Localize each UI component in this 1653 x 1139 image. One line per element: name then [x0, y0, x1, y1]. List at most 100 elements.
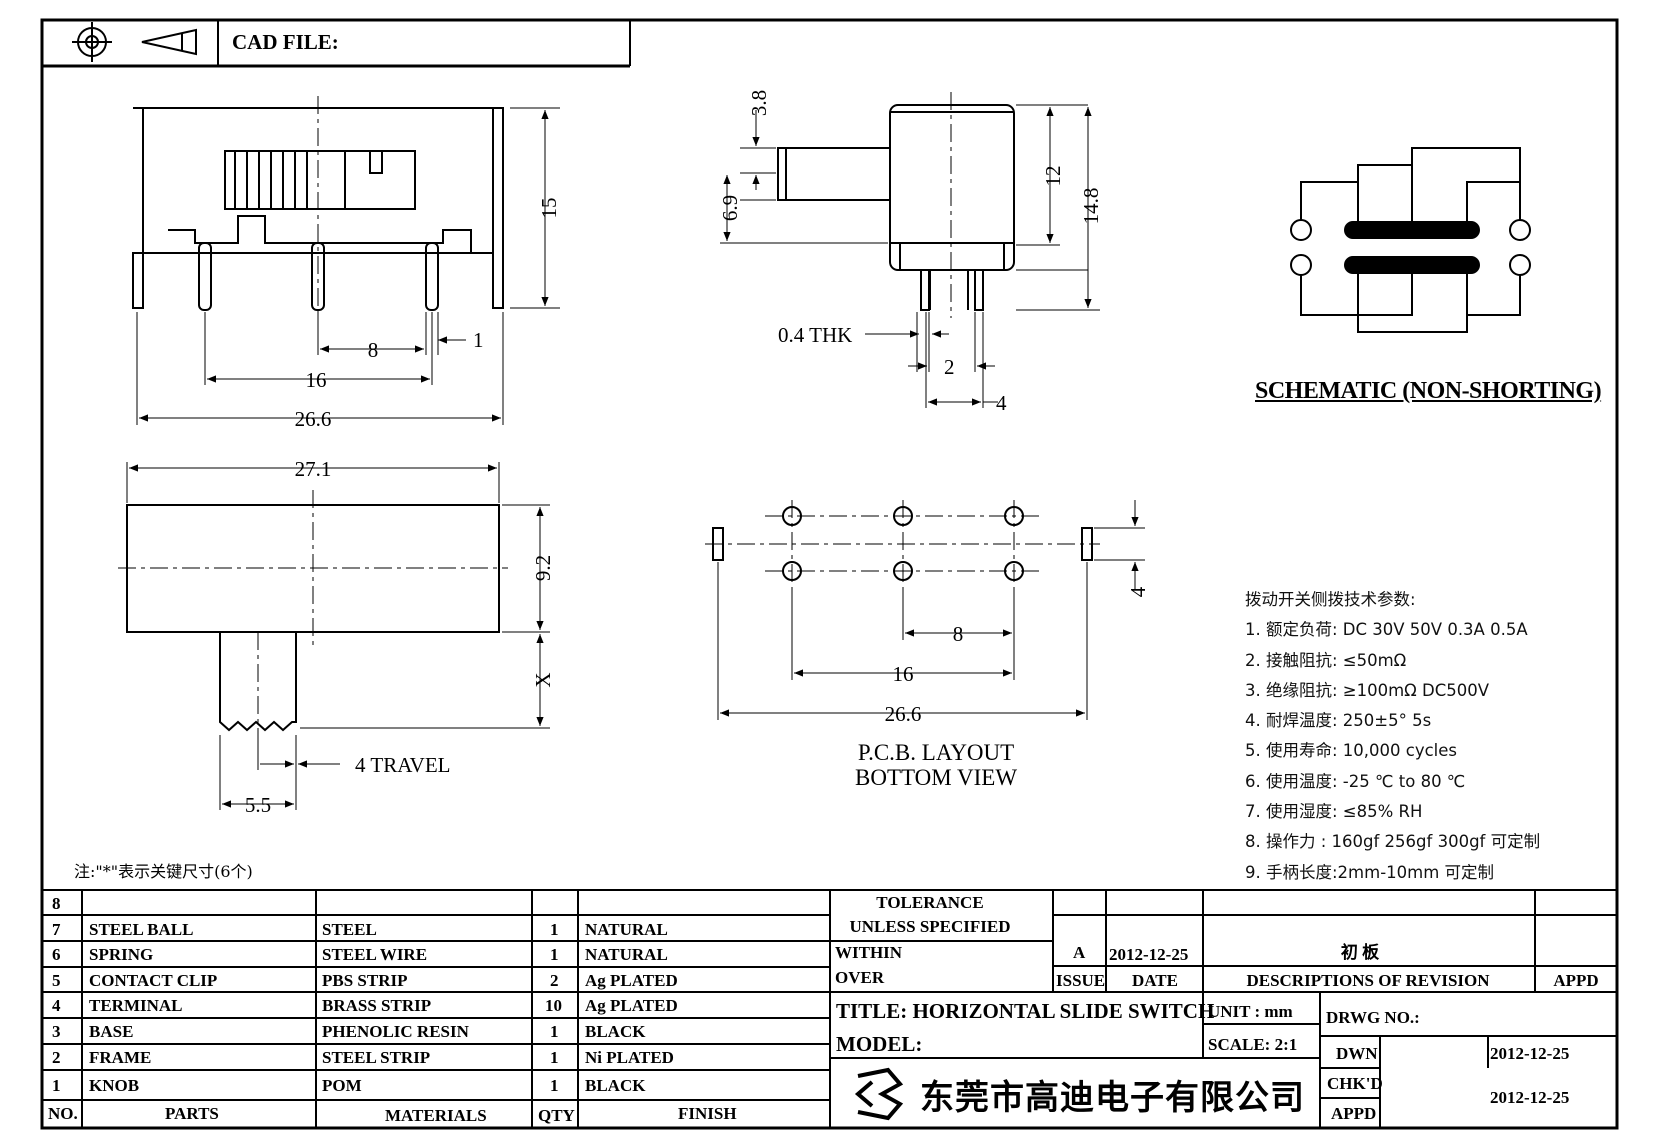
bom-no-1: 1 [52, 1076, 61, 1095]
bom-no-6: 6 [52, 945, 61, 964]
scale: SCALE: 2:1 [1208, 1035, 1297, 1054]
dim-body-length: 27.1 [295, 457, 332, 481]
bom-header-no: NO. [48, 1104, 78, 1123]
unit: UNIT : mm [1208, 1002, 1293, 1021]
bom-qty-3: 1 [550, 1022, 559, 1041]
bom-no-8: 8 [52, 894, 61, 913]
bom-fin-7: NATURAL [585, 920, 668, 939]
bom-fin-4: Ag PLATED [585, 996, 678, 1015]
bom-header-qty: QTY [538, 1106, 575, 1125]
bom-mat-7: STEEL [322, 920, 377, 939]
bom-qty-1: 1 [550, 1076, 559, 1095]
spec-item: 4. 耐焊温度: 250±5° 5s [1245, 711, 1432, 731]
bom-fin-6: NATURAL [585, 945, 668, 964]
spec-title: 拨动开关侧拨技术参数: [1245, 590, 1416, 609]
spec-item: 6. 使用温度: -25 ℃ to 80 ℃ [1245, 771, 1466, 791]
chkd-label: CHK'D [1327, 1074, 1383, 1093]
issue-value: A [1073, 943, 1086, 962]
top-view-dims [126, 462, 550, 810]
dim-frame-length: 26.6 [295, 407, 332, 431]
bom-fin-5: Ag PLATED [585, 971, 678, 990]
tolerance-line1: TOLERANCE [876, 893, 983, 912]
dim-knob-length: X [531, 672, 555, 687]
appd-date: 2012-12-25 [1490, 1088, 1569, 1107]
issue-label: ISSUE [1056, 971, 1105, 990]
dwn-date: 2012-12-25 [1490, 1044, 1569, 1063]
spec-item: 8. 操作力 : 160gf 256gf 300gf 可定制 [1245, 832, 1541, 852]
bom-no-7: 7 [52, 920, 61, 939]
bom-fin-1: BLACK [585, 1076, 646, 1095]
bom-part-3: BASE [89, 1022, 133, 1041]
side-view-dims [136, 107, 560, 425]
bom-header-parts: PARTS [165, 1104, 219, 1123]
model-label: MODEL: [836, 1032, 922, 1056]
bom-qty-4: 10 [545, 996, 562, 1015]
bom-header-finish: FINISH [678, 1104, 737, 1123]
bom-no-3: 3 [52, 1022, 61, 1041]
bom-mat-2: STEEL STRIP [322, 1048, 430, 1067]
bom-qty-5: 2 [550, 971, 559, 990]
descriptions-label: DESCRIPTIONS OF REVISION [1246, 971, 1490, 990]
spec-item: 2. 接触阻抗: ≤50mΩ [1245, 650, 1407, 670]
dim-total-height: 14.8 [1079, 188, 1103, 225]
spec-item: 7. 使用湿度: ≤85% RH [1245, 802, 1423, 822]
pcb-label: P.C.B. LAYOUT BOTTOM VIEW [855, 740, 1017, 790]
dim-travel: 4 TRAVEL [355, 753, 450, 777]
drwg-no: DRWG NO.: [1326, 1008, 1420, 1027]
dim-pcb-row: 4 [1126, 586, 1150, 597]
dim-pcb-span: 16 [893, 662, 914, 686]
bom-qty-2: 1 [550, 1048, 559, 1067]
spec-item: 3. 绝缘阻抗: ≥100mΩ DC500V [1245, 680, 1490, 700]
spec-list: 拨动开关侧拨技术参数: 1. 额定负荷: DC 30V 50V 0.3A 0.5… [1245, 585, 1645, 888]
top-view [118, 490, 508, 740]
dim-height: 15 [537, 198, 561, 219]
bom-mat-5: PBS STRIP [322, 971, 408, 990]
dim-pin-outer: 4 [996, 391, 1007, 415]
tolerance-line2: UNLESS SPECIFIED [849, 917, 1010, 936]
bom-grid [42, 889, 1617, 1128]
bom-no-5: 5 [52, 971, 61, 990]
dim-pitch: 8 [368, 338, 379, 362]
bom-no-2: 2 [52, 1048, 61, 1067]
bom-mat-1: POM [322, 1076, 362, 1095]
dim-body-width: 9.2 [531, 555, 555, 581]
date-value: 2012-12-25 [1109, 945, 1188, 964]
dim-knob-width: 5.5 [245, 793, 271, 817]
spec-item: 5. 使用寿命: 10,000 cycles [1245, 741, 1458, 761]
dim-thickness: 0.4 THK [778, 323, 852, 347]
company-name: 东莞市高迪电子有限公司 [920, 1078, 1305, 1118]
pcb-label-line1: P.C.B. LAYOUT [857, 740, 1015, 765]
appd-label: APPD [1553, 971, 1598, 990]
over-label: OVER [835, 968, 885, 987]
key-dimension-note: 注:"*"表示关键尺寸(6个) [74, 862, 253, 881]
appd2-label: APPD [1331, 1104, 1376, 1123]
dim-knob-center: 6.9 [718, 195, 742, 221]
bom-mat-3: PHENOLIC RESIN [322, 1022, 470, 1041]
spec-item: 9. 手柄长度:2mm-10mm 可定制 [1245, 862, 1495, 882]
dim-pcb-length: 26.6 [885, 702, 922, 726]
end-view [777, 92, 1015, 318]
drawing-title: TITLE: HORIZONTAL SLIDE SWITCH [836, 999, 1214, 1023]
cad-file-label: CAD FILE: [232, 30, 339, 54]
dim-knob-height: 3.8 [747, 90, 771, 116]
bom-qty-6: 1 [550, 945, 559, 964]
bom-mat-6: STEEL WIRE [322, 945, 427, 964]
dim-body-height: 12 [1041, 166, 1065, 187]
schematic-label: SCHEMATIC (NON-SHORTING) [1255, 378, 1602, 404]
side-view [132, 96, 504, 330]
bom-table: 8 7 STEEL BALL STEEL 1 NATURAL 6 SPRING … [48, 894, 737, 1125]
spec-item: 1. 额定负荷: DC 30V 50V 0.3A 0.5A [1245, 620, 1528, 640]
bom-part-5: CONTACT CLIP [89, 971, 217, 990]
pcb-layout [705, 500, 1100, 590]
dim-pin-span: 16 [306, 368, 327, 392]
bom-part-1: KNOB [89, 1076, 139, 1095]
pcb-dims [717, 500, 1145, 720]
pcb-label-line2: BOTTOM VIEW [855, 765, 1018, 790]
dim-pin-width: 1 [473, 328, 484, 352]
dim-pcb-pitch: 8 [953, 622, 964, 646]
revision-text: 初 板 [1341, 942, 1380, 962]
date-label: DATE [1132, 971, 1178, 990]
bom-part-6: SPRING [89, 945, 153, 964]
projection-symbol-icon [72, 22, 197, 62]
